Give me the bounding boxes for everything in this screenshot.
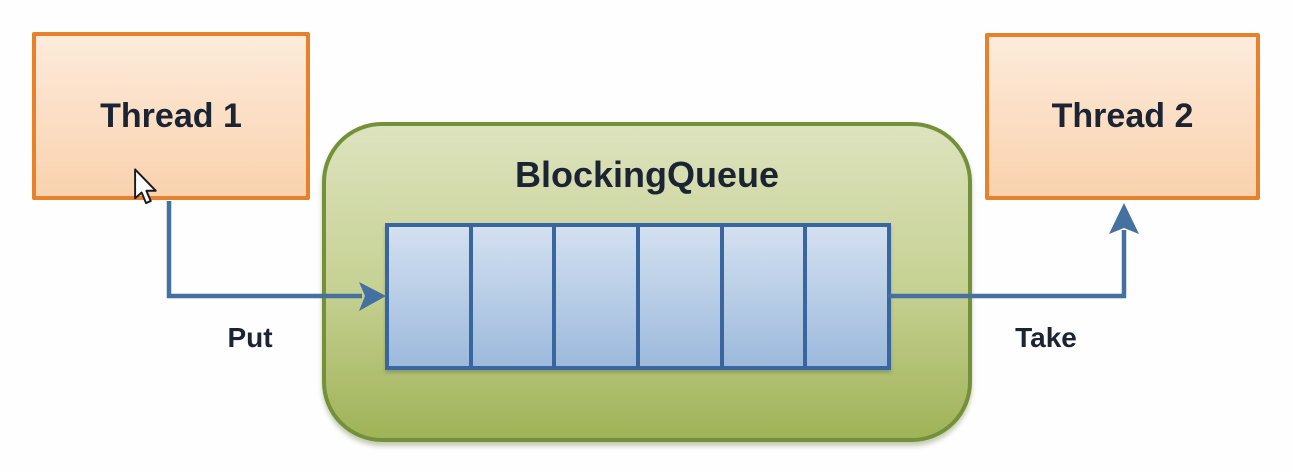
queue-slots [385, 223, 891, 370]
queue-slot [389, 227, 473, 366]
thread1-label: Thread 1 [100, 96, 242, 135]
put-label: Put [227, 322, 273, 353]
queue-slot [723, 227, 808, 366]
queue-slot [556, 227, 641, 366]
queue-slot [807, 227, 888, 366]
queue-slot [472, 227, 557, 366]
thread2-box: Thread 2 [985, 33, 1260, 200]
take-label: Take [1015, 322, 1077, 353]
thread1-box: Thread 1 [32, 32, 310, 200]
take-arrowhead-icon [1109, 203, 1139, 234]
blocking-queue-container: BlockingQueue [322, 122, 972, 442]
queue-slot [640, 227, 724, 366]
queue-title: BlockingQueue [514, 154, 780, 195]
thread2-label: Thread 2 [1051, 97, 1194, 135]
